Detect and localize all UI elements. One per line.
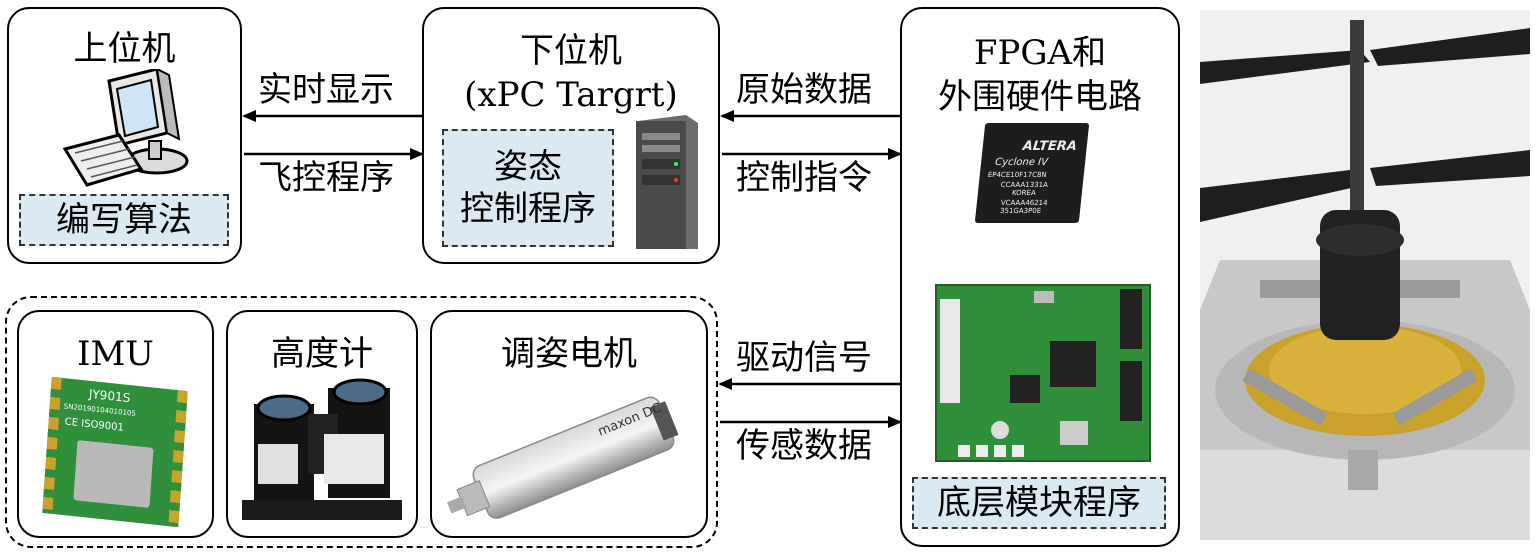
chip-family: Cyclone IV: [994, 157, 1049, 168]
imu-box: IMU JY901S SN20190104010105 CE ISO9001: [17, 310, 214, 538]
target-box: 下位机 (xPC Targrt) 姿态 控制程序: [422, 7, 720, 264]
helicopter-rig-illustration: [1200, 10, 1530, 540]
fpga-title-line1: FPGA和: [973, 33, 1107, 73]
maxon-motor-image: maxon DC: [447, 396, 679, 519]
target-code-line1: 姿态: [494, 147, 562, 187]
altimeter-title: 高度计: [271, 334, 373, 374]
fpga-code-block: 底层模块程序: [912, 477, 1166, 529]
chip-brand: ALTERA: [1021, 139, 1078, 154]
host-pc-title: 上位机: [73, 29, 176, 69]
label-control-cmd: 控制指令: [736, 158, 872, 198]
fpga-box: FPGA和 外围硬件电路 ALTERA Cyclone IV EP4CE10F1…: [900, 7, 1180, 547]
chip-text-2: CCAAA1331A: [1000, 181, 1049, 189]
lidar-altimeter-image: [242, 378, 402, 520]
label-raw-data: 原始数据: [736, 70, 872, 110]
chip-text-3: KOREA: [1011, 189, 1037, 197]
label-drive-signal: 驱动信号: [736, 338, 872, 378]
chip-text-1: EP4CE10F17C8N: [987, 171, 1048, 179]
target-code-block: 姿态 控制程序: [442, 129, 614, 247]
chip-text-4: VCAAA46214: [1000, 199, 1048, 207]
host-pc-box: 上位机 编写算法: [7, 7, 242, 264]
chip-text-5: 351GA3P0E: [999, 207, 1042, 215]
devices-group: [5, 296, 718, 548]
imu-title: IMU: [77, 334, 154, 374]
label-flight-program: 飞控程序: [258, 158, 394, 198]
motor-title: 调姿电机: [501, 334, 637, 374]
fpga-title-line2: 外围硬件电路: [938, 77, 1142, 117]
label-realtime-display: 实时显示: [258, 70, 394, 110]
fpga-board-image: [935, 284, 1151, 462]
helicopter-test-rig-photo: [1200, 10, 1530, 540]
target-code-line2: 控制程序: [460, 189, 596, 229]
target-title-line2: (xPC Targrt): [464, 75, 678, 115]
computer-icon: [62, 69, 189, 187]
host-code-block: 编写算法: [19, 194, 229, 246]
imu-model: JY901S: [88, 386, 131, 406]
fpga-chip-image: ALTERA Cyclone IV EP4CE10F17C8N CCAAA133…: [974, 123, 1090, 223]
imu-module-image: JY901S SN20190104010105 CE ISO9001: [42, 376, 188, 528]
altimeter-box: 高度计: [226, 310, 418, 538]
target-title-line1: 下位机: [520, 31, 622, 71]
server-tower-icon: [636, 115, 698, 249]
imu-cert: CE ISO9001: [64, 416, 125, 434]
motor-box: 调姿电机 maxon DC: [430, 310, 708, 538]
label-sensor-data: 传感数据: [736, 426, 872, 466]
